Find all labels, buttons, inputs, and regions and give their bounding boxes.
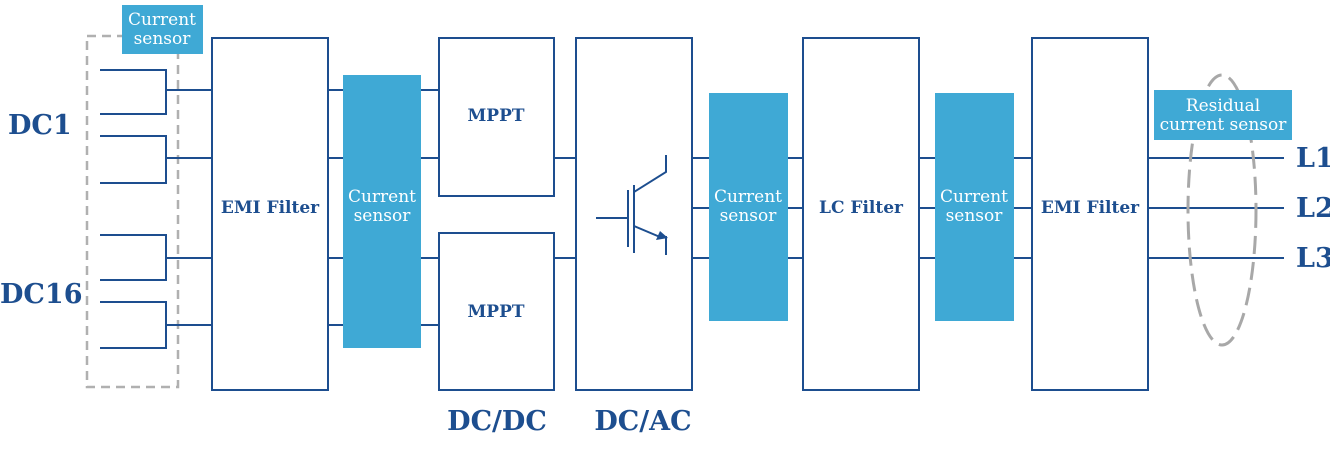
inverter-block	[575, 37, 693, 391]
output-label-l2: L2	[1296, 193, 1330, 224]
input-sensor-label-line2: sensor	[134, 29, 192, 49]
ac-sensor-2-label-line2: sensor	[946, 206, 1004, 226]
dc-input-group-outline	[85, 34, 180, 389]
dc-input-label-first: DC1	[8, 110, 72, 141]
residual-sensor-loop	[1186, 73, 1258, 347]
residual-current-sensor: Residual current sensor	[1154, 90, 1292, 140]
emi-filter-input-block: EMI Filter	[211, 37, 329, 391]
dc-current-sensor: Current sensor	[343, 75, 421, 348]
dc-sensor-label-line1: Current	[348, 187, 416, 207]
emi-filter-input-label: EMI Filter	[221, 198, 320, 218]
mppt-top-block: MPPT	[438, 37, 555, 197]
dc-input-wiring	[100, 69, 212, 349]
lc-filter-block: LC Filter	[802, 37, 920, 391]
ac-sensor-2-label-line1: Current	[940, 187, 1008, 207]
output-lines	[1148, 157, 1284, 259]
dc-input-label-last: DC16	[0, 279, 82, 310]
residual-sensor-label-line1: Residual	[1186, 96, 1260, 116]
ac-sensor-1-label-line1: Current	[714, 187, 782, 207]
input-current-sensor: Current sensor	[122, 5, 203, 54]
ac-current-sensor-1: Current sensor	[709, 93, 788, 321]
lc-filter-label: LC Filter	[819, 198, 904, 218]
igbt-transistor-icon	[596, 155, 668, 255]
ac-current-sensor-2: Current sensor	[935, 93, 1014, 321]
input-sensor-label-line1: Current	[128, 10, 196, 30]
mppt-bottom-label: MPPT	[467, 302, 524, 322]
mppt-bottom-block: MPPT	[438, 232, 555, 391]
stage-label-dcac: DC/AC	[594, 406, 691, 437]
stage-label-dcdc: DC/DC	[447, 406, 547, 437]
mppt-top-label: MPPT	[467, 106, 524, 126]
dc-sensor-label-line2: sensor	[354, 206, 412, 226]
emi-filter-output-block: EMI Filter	[1031, 37, 1149, 391]
emi-filter-output-label: EMI Filter	[1041, 198, 1140, 218]
ac-sensor-1-label-line2: sensor	[720, 206, 778, 226]
output-label-l1: L1	[1296, 143, 1330, 174]
residual-sensor-label-line2: current sensor	[1160, 115, 1288, 135]
output-label-l3: L3	[1296, 243, 1330, 274]
